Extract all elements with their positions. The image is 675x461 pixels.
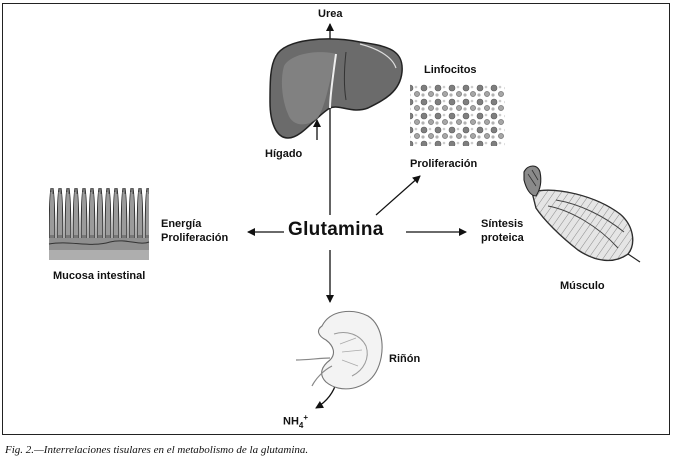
protein-synthesis-label-line2: proteica	[481, 232, 524, 244]
ammonium-label: NH4+	[283, 411, 308, 432]
mucosa-proliferation-label: Proliferación	[161, 232, 229, 244]
intestinal-mucosa-label: Mucosa intestinal	[53, 270, 146, 282]
protein-synthesis-label-line1: Síntesis	[481, 218, 524, 230]
urea-label: Urea	[318, 8, 343, 20]
lymphocytes-illustration	[410, 84, 505, 146]
ammonium-subscript: 4	[298, 420, 304, 430]
muscle-illustration	[523, 165, 641, 263]
liver-illustration	[269, 38, 403, 139]
intestinal-mucosa-illustration	[48, 188, 150, 260]
figure-caption: Fig. 2.—Interrelaciones tisulares en el …	[5, 444, 309, 456]
kidney-label: Riñón	[389, 353, 421, 365]
ammonium-base: NH	[283, 415, 299, 428]
arrow-to-lymphocytes	[375, 175, 421, 216]
muscle-label: Músculo	[560, 280, 605, 292]
lymphocytes-proliferation-label: Proliferación	[410, 158, 478, 170]
energy-label: Energía	[161, 218, 202, 230]
kidney-illustration	[295, 310, 383, 390]
glutamine-center-label: Glutamina	[288, 219, 384, 240]
figure-frame	[2, 3, 670, 435]
ammonium-charge: +	[303, 413, 309, 422]
lymphocytes-label: Linfocitos	[424, 64, 477, 76]
liver-label: Hígado	[265, 148, 303, 160]
